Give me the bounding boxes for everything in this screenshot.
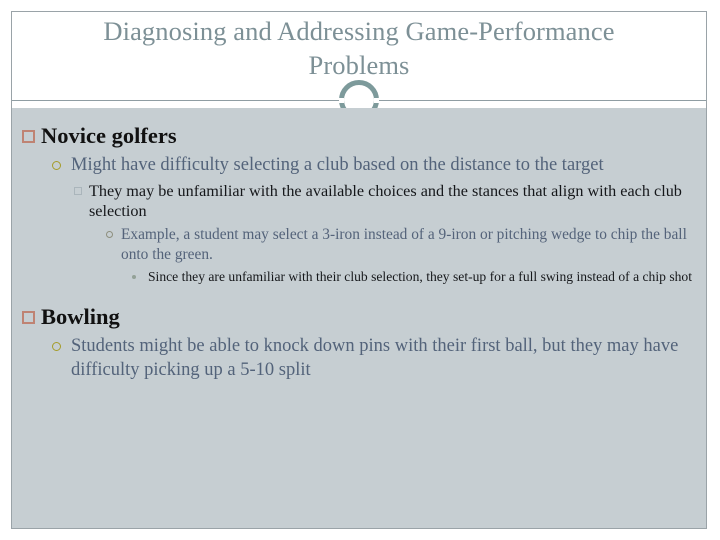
hollow-circle-bullet-icon	[106, 231, 121, 243]
slide-title: Diagnosing and Addressing Game-Performan…	[103, 16, 615, 81]
section-spacer	[22, 285, 696, 303]
list-item: Novice golfers	[22, 122, 696, 150]
section-heading: Novice golfers	[41, 123, 177, 148]
list-item-text: Example, a student may select a 3-iron i…	[121, 226, 687, 263]
list-item: Might have difficulty selecting a club b…	[52, 154, 696, 177]
ring-gap-left	[339, 97, 344, 103]
hollow-square-bullet-icon	[22, 130, 41, 145]
list-item-text: Since they are unfamiliar with their clu…	[148, 268, 692, 284]
hollow-square-bullet-icon	[74, 186, 89, 199]
slide-body: Novice golfers Might have difficulty sel…	[12, 108, 706, 528]
list-item: Since they are unfamiliar with their clu…	[132, 268, 696, 286]
ring-gap-right	[374, 97, 379, 103]
list-item-text: Might have difficulty selecting a club b…	[71, 155, 604, 176]
presentation-slide: Diagnosing and Addressing Game-Performan…	[11, 11, 707, 529]
list-item: Students might be able to knock down pin…	[52, 335, 696, 382]
list-item: Example, a student may select a 3-iron i…	[106, 225, 696, 264]
hollow-square-bullet-icon	[22, 311, 41, 326]
filled-dot-bullet-icon	[132, 274, 148, 285]
list-item: Bowling	[22, 303, 696, 331]
hollow-circle-bullet-icon	[52, 161, 71, 175]
slide-content-list: Novice golfers Might have difficulty sel…	[12, 108, 706, 382]
list-item: They may be unfamiliar with the availabl…	[74, 181, 696, 222]
hollow-circle-bullet-icon	[52, 342, 71, 356]
list-item-text: They may be unfamiliar with the availabl…	[89, 181, 682, 221]
list-item-text: Students might be able to knock down pin…	[71, 336, 679, 380]
slide-title-block: Diagnosing and Addressing Game-Performan…	[12, 12, 706, 100]
section-heading: Bowling	[41, 304, 120, 330]
